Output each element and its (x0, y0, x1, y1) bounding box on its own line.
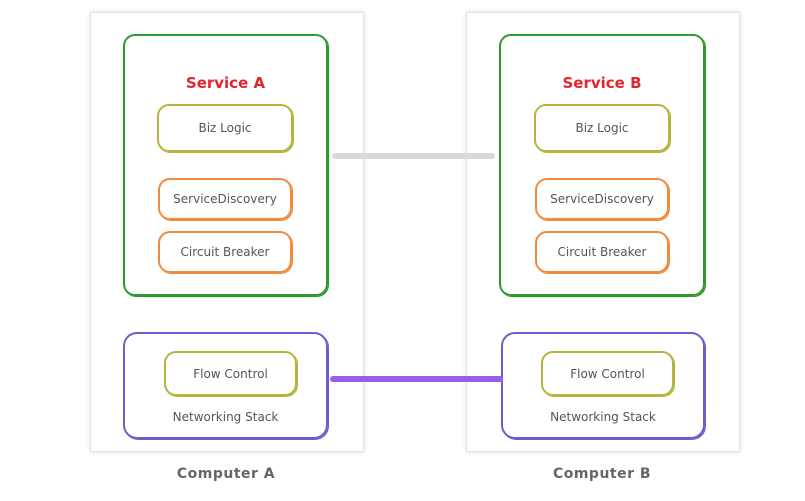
service-b-biz-logic-box: Biz Logic (534, 104, 670, 152)
service-b-title: Service B (562, 74, 642, 92)
service-a-biz-logic-label: Biz Logic (198, 121, 252, 135)
flow-control-b-label: Flow Control (570, 366, 645, 381)
computer-b-label: Computer B (552, 466, 652, 482)
flow-control-b-box: Flow Control (541, 351, 674, 396)
flow-control-a-label: Flow Control (193, 366, 268, 381)
networking-stack-a-box: Networking Stack (123, 332, 328, 439)
networking-stack-a-label: Networking Stack (172, 410, 279, 424)
service-link-connector (332, 153, 495, 159)
service-a-circuit-breaker-label: Circuit Breaker (180, 245, 270, 259)
service-b-box: Service B (499, 34, 705, 296)
network-link-connector (330, 376, 503, 382)
service-a-box: Service A (123, 34, 328, 296)
service-b-circuit-breaker-box: Circuit Breaker (535, 231, 669, 273)
service-a-biz-logic-box: Biz Logic (157, 104, 293, 152)
service-a-title: Service A (185, 74, 266, 92)
flow-control-a-box: Flow Control (164, 351, 297, 396)
service-b-service-discovery-label: ServiceDiscovery (550, 192, 654, 206)
service-b-service-discovery-box: ServiceDiscovery (535, 178, 669, 220)
service-b-circuit-breaker-label: Circuit Breaker (557, 245, 647, 259)
networking-stack-b-label: Networking Stack (550, 410, 656, 424)
service-a-service-discovery-label: ServiceDiscovery (173, 192, 277, 206)
service-a-circuit-breaker-box: Circuit Breaker (158, 231, 292, 273)
networking-stack-b-box: Networking Stack (501, 332, 705, 439)
computer-a-label: Computer A (176, 466, 276, 482)
service-b-biz-logic-label: Biz Logic (575, 121, 629, 135)
service-a-service-discovery-box: ServiceDiscovery (158, 178, 292, 220)
